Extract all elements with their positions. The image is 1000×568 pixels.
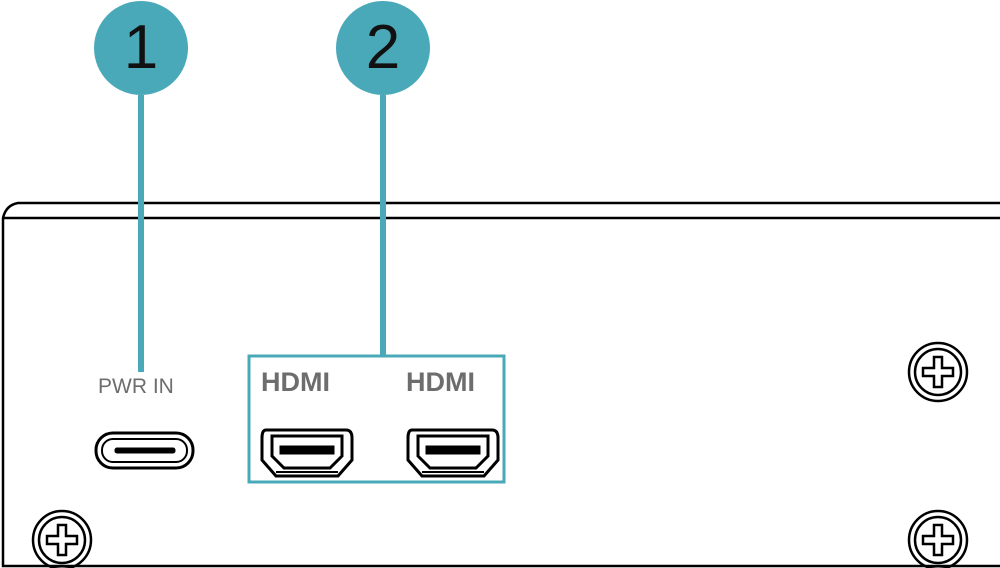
chassis bbox=[1, 201, 1000, 568]
pwr-in-label: PWR IN bbox=[98, 375, 174, 398]
screw-top-right bbox=[907, 341, 969, 403]
callout-2-number: 2 bbox=[365, 13, 401, 82]
hdmi-2-label: HDMI bbox=[406, 367, 475, 397]
callout-1-circle bbox=[94, 1, 188, 95]
screw-bottom-right bbox=[907, 509, 969, 568]
hdmi-1-label: HDMI bbox=[261, 367, 330, 397]
callout-2-circle bbox=[336, 1, 430, 95]
callout-lines bbox=[138, 95, 506, 484]
hdmi-port-2 bbox=[406, 428, 500, 478]
hdmi-port-1 bbox=[260, 428, 354, 478]
screw-bottom-left bbox=[31, 509, 93, 568]
usb-c-port bbox=[94, 431, 195, 470]
callout-1-number: 1 bbox=[123, 13, 159, 82]
